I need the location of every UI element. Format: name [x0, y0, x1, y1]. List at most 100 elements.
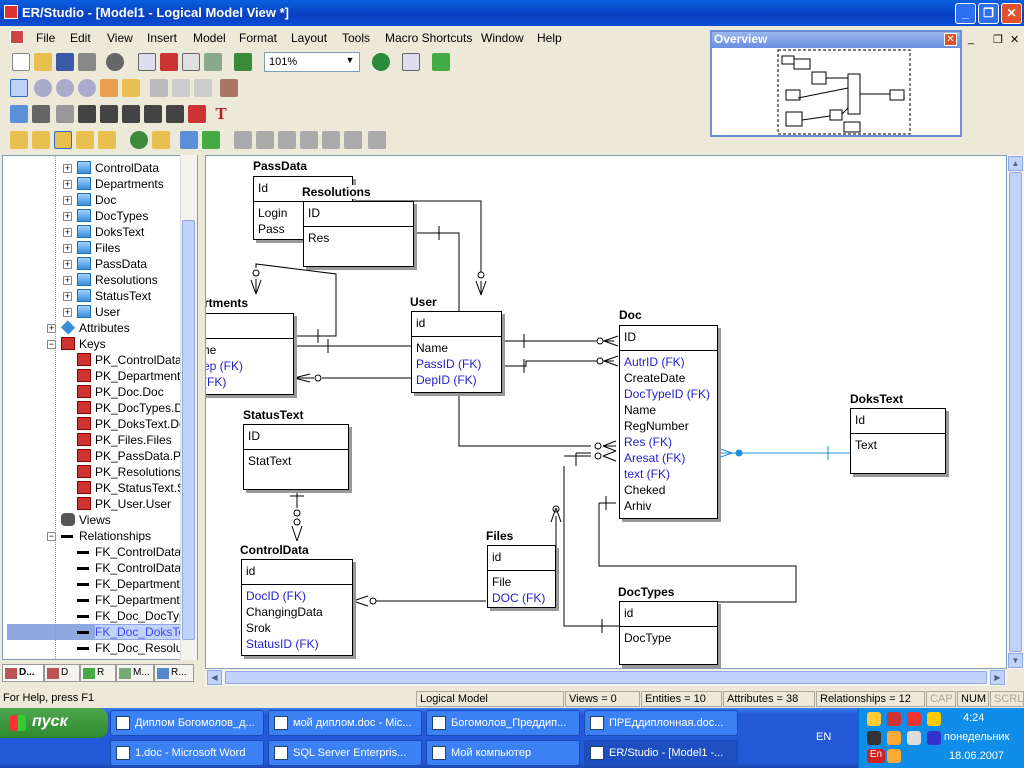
layout-settings-icon[interactable] [202, 131, 220, 149]
expand-icon[interactable]: + [63, 275, 72, 285]
maximize-button[interactable]: ❐ [978, 3, 999, 24]
layout-tree-icon[interactable] [98, 131, 116, 149]
entity-departments[interactable]: ne ep (FK) (FK) [205, 313, 294, 395]
taskbar-task-button[interactable]: Мой компьютер [426, 740, 580, 766]
move-icon[interactable] [122, 79, 140, 97]
print-icon[interactable] [78, 53, 96, 71]
overview-panel[interactable]: Overview ✕ [710, 30, 962, 137]
scroll-up-button[interactable]: ▲ [1008, 156, 1023, 171]
report-icon[interactable] [182, 53, 200, 71]
taskbar-task-button[interactable]: SQL Server Enterpris... [268, 740, 422, 766]
pk-attribute[interactable]: id [246, 564, 256, 578]
tray-network-icon[interactable] [867, 712, 881, 726]
fk-attribute[interactable]: ep (FK) [205, 359, 244, 373]
expand-icon[interactable]: + [63, 291, 72, 301]
fk-attribute[interactable]: DocTypeID (FK) [624, 387, 711, 401]
layers-icon[interactable] [234, 53, 252, 71]
validate-icon[interactable] [160, 53, 178, 71]
entity-title-passdata[interactable]: PassData [253, 159, 308, 173]
tray-volume-icon[interactable] [887, 731, 901, 745]
tree-scroll-thumb[interactable] [182, 220, 195, 640]
pointer-icon[interactable] [10, 79, 28, 97]
relationship-tool-icon[interactable] [56, 105, 74, 123]
attribute[interactable]: Name [624, 403, 657, 417]
fk-attribute[interactable]: DepID (FK) [416, 373, 477, 387]
zoom-window-icon[interactable] [402, 53, 420, 71]
tray-edit-icon[interactable] [887, 749, 901, 763]
pk-attribute[interactable]: Id [258, 181, 269, 195]
attribute[interactable]: Name [416, 341, 449, 355]
tray-lang-icon[interactable]: En [867, 749, 885, 763]
entity-title-resolutions[interactable]: Resolutions [302, 185, 371, 199]
align-middle-icon[interactable] [344, 131, 362, 149]
find-icon[interactable] [106, 53, 124, 71]
attribute[interactable]: Res [308, 231, 330, 245]
pk-attribute[interactable]: ID [624, 330, 636, 344]
align-left-icon[interactable] [234, 131, 252, 149]
entity-tool-icon[interactable] [10, 105, 28, 123]
redraw-icon[interactable] [130, 131, 148, 149]
entity-statustext[interactable]: ID StatText [243, 424, 349, 490]
pk-attribute[interactable]: id [492, 550, 502, 564]
model-explorer-tree[interactable]: +ControlData+Departments+Doc+DocTypes+Do… [2, 155, 198, 660]
pk-attribute[interactable]: ID [248, 429, 260, 443]
format-painter-icon[interactable] [220, 79, 238, 97]
expand-icon[interactable]: + [63, 307, 72, 317]
taskbar-task-button[interactable]: 1.doc - Microsoft Word [110, 740, 264, 766]
hand-icon[interactable] [100, 79, 118, 97]
entity-title-user[interactable]: User [410, 295, 437, 309]
tab-reports[interactable]: R... [154, 664, 194, 682]
save-icon[interactable] [56, 53, 74, 71]
entity-resolutions[interactable]: ID Res [303, 201, 414, 267]
fk-attribute[interactable]: PassID (FK) [416, 357, 482, 371]
subtype-rel-icon[interactable] [144, 105, 162, 123]
globe-icon[interactable] [372, 53, 390, 71]
fk-attribute[interactable]: StatusID (FK) [246, 637, 319, 651]
new-icon[interactable] [12, 53, 30, 71]
entity-user[interactable]: id Name PassID (FK) DepID (FK) [411, 311, 502, 393]
minimize-button[interactable]: _ [955, 3, 976, 24]
bird-eye-icon[interactable] [432, 53, 450, 71]
attribute[interactable]: DocType [624, 631, 672, 645]
entity-title-doctypes[interactable]: DocTypes [618, 585, 675, 599]
menu-view[interactable]: View [107, 31, 133, 45]
fk-attribute[interactable]: (FK) [205, 375, 227, 389]
align-center-icon[interactable] [322, 131, 340, 149]
language-indicator[interactable]: EN [816, 731, 832, 743]
taskbar-task-button[interactable]: Богомолов_Преддип... [426, 710, 580, 736]
attribute[interactable]: Pass [258, 222, 285, 236]
expand-icon[interactable]: + [63, 163, 72, 173]
pk-attribute[interactable]: ID [308, 206, 320, 220]
attribute[interactable]: Arhiv [624, 499, 652, 513]
tray-app-icon[interactable] [867, 731, 881, 745]
overview-close-button[interactable]: ✕ [944, 33, 957, 46]
space-horizontal-icon[interactable] [368, 131, 386, 149]
expand-icon[interactable]: + [63, 211, 72, 221]
mdi-minimize-button[interactable]: _ [968, 33, 975, 45]
attribute[interactable]: StatText [248, 454, 292, 468]
close-button[interactable]: ✕ [1001, 3, 1022, 24]
expand-icon[interactable]: + [63, 179, 72, 189]
expand-icon[interactable]: + [63, 259, 72, 269]
pk-attribute[interactable]: id [624, 606, 634, 620]
tray-warning-icon[interactable] [927, 712, 941, 726]
fk-attribute[interactable]: Res (FK) [624, 435, 672, 449]
align-bottom-icon[interactable] [278, 131, 296, 149]
fk-attribute[interactable]: text (FK) [624, 467, 671, 481]
view-rel-icon[interactable] [188, 105, 206, 123]
menu-format[interactable]: Format [239, 31, 278, 45]
cut-icon[interactable] [150, 79, 168, 97]
expand-icon[interactable]: + [63, 243, 72, 253]
app-icon[interactable] [4, 5, 18, 19]
start-button[interactable]: пуск [0, 708, 108, 738]
attribute[interactable]: RegNumber [624, 419, 689, 433]
text-tool-icon[interactable]: T [215, 104, 227, 123]
tray-tool-icon[interactable] [927, 731, 941, 745]
menu-help[interactable]: Help [537, 31, 562, 45]
pk-attribute[interactable]: Id [855, 413, 866, 427]
layout-hierarchical-icon[interactable] [32, 131, 50, 149]
attribute[interactable]: Login [258, 206, 288, 220]
align-top-icon[interactable] [256, 131, 274, 149]
layout-orthogonal-icon[interactable] [54, 131, 72, 149]
tab-data-model[interactable]: D... [2, 664, 44, 682]
